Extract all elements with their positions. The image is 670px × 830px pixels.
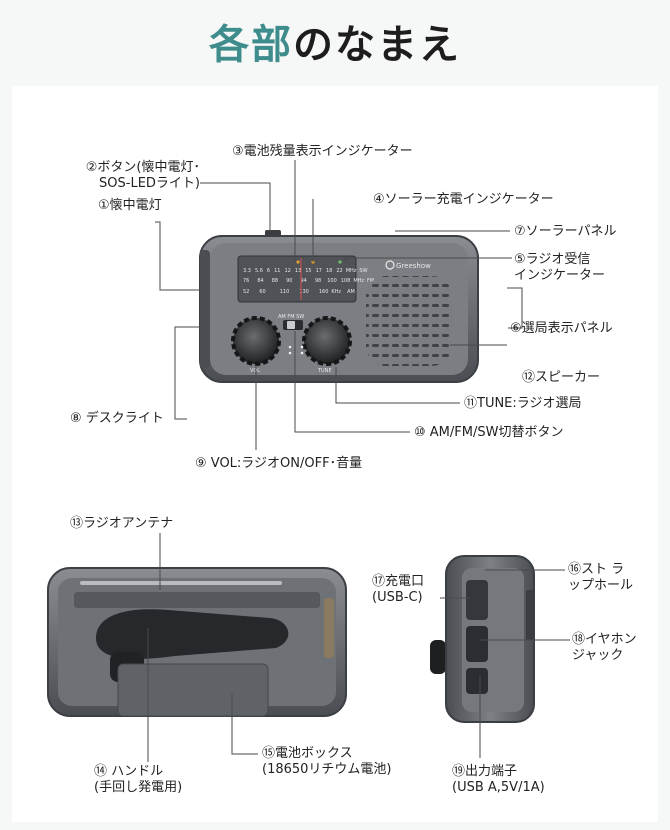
label-solar-panel: ⑦ソーラーパネル	[514, 224, 617, 239]
radio-side	[430, 555, 535, 723]
label-output-line1: ⑲出力端子	[452, 764, 518, 779]
label-handle-line1: ⑭ ハンドル	[94, 764, 164, 779]
front-leader-lines	[155, 160, 523, 450]
label-antenna: ⑬ラジオアンテナ	[70, 516, 174, 531]
label-handle-line2: (手回し発電用)	[94, 780, 183, 795]
label-vol: ⑨ VOL:ラジオON/OFF･音量	[195, 456, 363, 471]
label-charge-port-line2: (USB-C)	[372, 590, 423, 605]
label-button-line2: SOS-LEDライト)	[99, 176, 200, 191]
label-charge-port-line1: ⑰充電口	[372, 574, 425, 589]
label-button: ②ボタン(懐中電灯･ SOS-LEDライト)	[54, 160, 200, 192]
vol-knob	[231, 316, 281, 366]
side-leader-lines	[440, 569, 570, 758]
tune-knob	[302, 316, 352, 366]
label-strap-hole: ⑯スト ラ ップホール	[568, 562, 633, 594]
label-speaker: ⑫スピーカー	[522, 370, 601, 385]
label-strap-line2: ップホール	[568, 578, 634, 593]
label-band-button: ⑩ AM/FM/SW切替ボタン	[414, 425, 564, 440]
side-crank-knob	[430, 640, 446, 674]
earphone-jack	[466, 626, 488, 662]
battery-cover	[117, 663, 269, 717]
label-tuning-panel: ⑥選局表示パネル	[510, 321, 613, 336]
page-title: 各部のなまえ	[0, 12, 670, 70]
label-flashlight: ①懐中電灯	[98, 198, 162, 213]
label-handle: ⑭ ハンドル (手回し発電用)	[94, 764, 182, 796]
label-desk-light: ⑧ デスクライト	[70, 411, 164, 426]
label-solar-indicator: ④ソーラー充電インジケーター	[373, 192, 554, 207]
usb-a-output	[466, 668, 488, 694]
label-earphone-line2: ジャック	[572, 648, 624, 663]
label-battery-box-line2: (18650リチウム電池)	[262, 762, 392, 777]
label-output-port: ⑲出力端子 (USB A,5V/1A)	[452, 764, 545, 796]
title-rest: のなまえ	[293, 22, 461, 68]
label-radio-indicator-line2: インジケーター	[514, 268, 606, 283]
title-accent: 各部	[209, 22, 293, 68]
label-radio-indicator-line1: ⑤ラジオ受信	[514, 252, 591, 267]
label-battery-box-line1: ⑮電池ボックス	[262, 746, 353, 761]
label-button-line1: ②ボタン(懐中電灯･	[85, 160, 200, 175]
label-output-line2: (USB A,5V/1A)	[452, 780, 545, 795]
usb-c-port	[466, 580, 488, 620]
crank-handle	[96, 609, 289, 659]
label-battery-indicator: ③電池残量表示インジケーター	[232, 144, 413, 159]
label-tune: ⑪TUNE:ラジオ選局	[464, 396, 582, 411]
label-earphone-line1: ⑱イヤホン	[572, 632, 637, 647]
label-radio-indicator: ⑤ラジオ受信 インジケーター	[514, 252, 605, 284]
radio-indicator-led	[338, 260, 342, 264]
speaker-grille	[366, 276, 452, 366]
label-earphone-jack: ⑱イヤホン ジャック	[572, 632, 637, 664]
desk-light-strip	[200, 250, 210, 368]
battery-indicator-led	[296, 260, 300, 264]
label-charge-port: ⑰充電口 (USB-C)	[372, 574, 424, 606]
vol-knob-label: VOL	[250, 368, 260, 374]
band-switch-label: AM FM SW	[278, 314, 304, 320]
radio-back	[47, 567, 347, 717]
label-strap-line1: ⑯スト ラ	[568, 562, 625, 577]
tune-knob-label: TUNE	[317, 368, 332, 374]
brand-name: Greeshow	[396, 262, 431, 270]
tuning-panel	[237, 255, 357, 303]
brand-icon	[385, 260, 395, 270]
label-battery-box: ⑮電池ボックス (18650リチウム電池)	[262, 746, 392, 778]
back-leader-lines	[147, 533, 258, 762]
